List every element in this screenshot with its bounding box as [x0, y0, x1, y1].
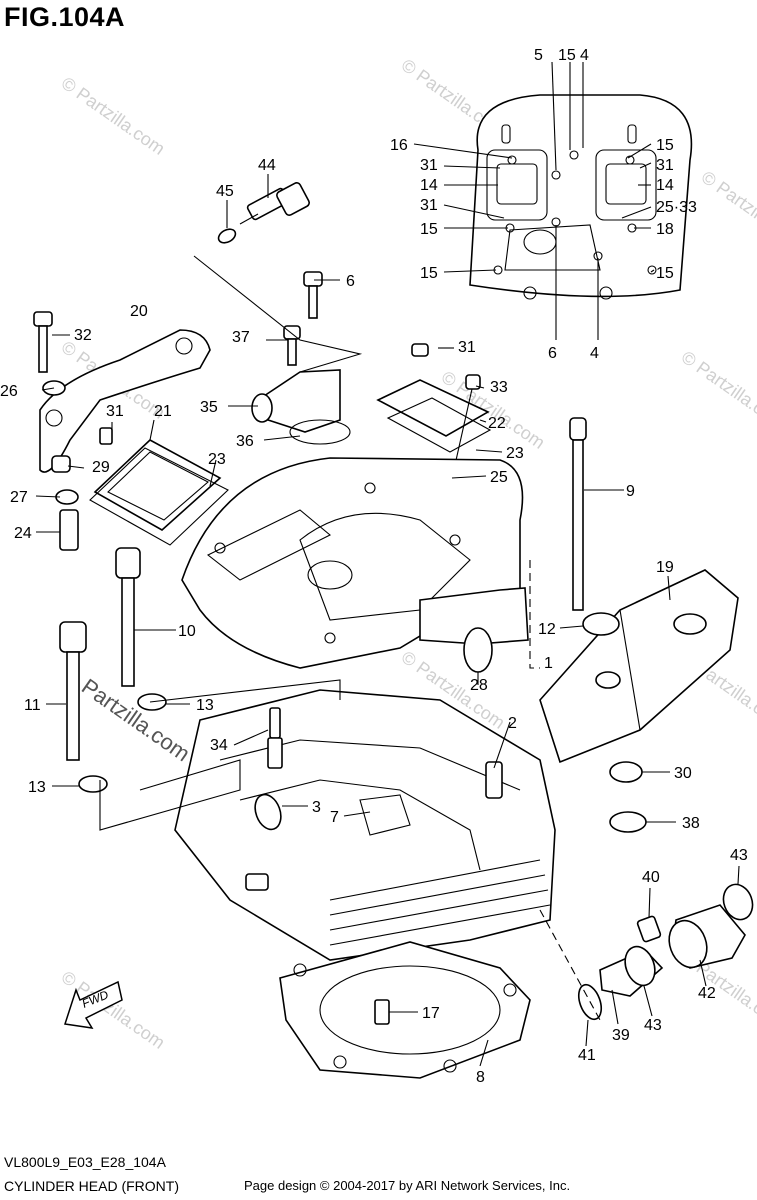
callout-label: 6: [548, 345, 557, 362]
rocker-cover-left: [89, 439, 229, 546]
callout-label: 22: [488, 415, 506, 432]
callout-label: 35: [200, 399, 218, 416]
callout-label: 26: [0, 383, 18, 400]
callout-label: 31: [420, 197, 438, 214]
callout-label: 38: [682, 815, 700, 832]
callout-label: 30: [674, 765, 692, 782]
callout-label: 16: [390, 137, 408, 154]
callout-label: 6: [346, 273, 355, 290]
callout-label: 18: [656, 221, 674, 238]
callout-labels: 5 15 4 16 15 31 31 14 14 31 25·33 15 18 …: [0, 47, 748, 1086]
callout-label: 15: [420, 265, 438, 282]
callout-label: 25: [490, 469, 508, 486]
callout-label: 2: [508, 715, 517, 732]
callout-label: 5: [534, 47, 543, 64]
cylinder-head-lower: [174, 689, 556, 961]
head-top-view: [469, 94, 693, 340]
water-outlet: [193, 255, 363, 445]
watermark: © Partzilla.com: [698, 167, 757, 253]
callout-label: 24: [14, 525, 32, 542]
head-gasket: [279, 941, 531, 1079]
bracket: [39, 329, 211, 551]
callout-label: 17: [422, 1005, 440, 1022]
callout-label: 9: [626, 483, 635, 500]
callout-label: 14: [420, 177, 438, 194]
callout-label: 3: [312, 799, 321, 816]
callout-label: 27: [10, 489, 28, 506]
callout-label: 19: [656, 559, 674, 576]
callout-label: 29: [92, 459, 110, 476]
callout-label: 25·33: [656, 199, 697, 216]
callout-label: 12: [538, 621, 556, 638]
callout-label: 1: [544, 655, 553, 672]
callout-label: 44: [258, 157, 276, 174]
callout-label: 7: [330, 809, 339, 826]
cylinder-head-upper: [181, 457, 529, 673]
callout-label: 13: [28, 779, 46, 796]
callout-label: 37: [232, 329, 250, 346]
callout-label: 10: [178, 623, 196, 640]
callout-label: 42: [698, 985, 716, 1002]
callout-label: 31: [106, 403, 124, 420]
callout-label: 15: [558, 47, 576, 64]
callout-label: 21: [154, 403, 172, 420]
leader-lines: [35, 61, 740, 1067]
watermark-large: Partzilla.com: [77, 674, 194, 767]
callout-label: 14: [656, 177, 674, 194]
callout-label: 41: [578, 1047, 596, 1064]
callout-label: 20: [130, 303, 148, 320]
callout-label: 31: [420, 157, 438, 174]
callout-label: 39: [612, 1027, 630, 1044]
callout-label: 23: [208, 451, 226, 468]
callout-label: 31: [458, 339, 476, 356]
figure-title: FIG.104A: [4, 2, 126, 32]
callout-label: 4: [590, 345, 599, 362]
callout-label: 15: [656, 137, 674, 154]
figure-code: VL800L9_E03_E28_104A: [4, 1154, 166, 1170]
callout-label: 15: [420, 221, 438, 238]
figure-description: CYLINDER HEAD (FRONT): [4, 1178, 180, 1194]
callout-label: 4: [580, 47, 589, 64]
callout-label: 28: [470, 677, 488, 694]
callout-label: 15: [656, 265, 674, 282]
callout-label: 23: [506, 445, 524, 462]
watermark: © Partzilla.com: [58, 73, 169, 159]
callout-label: 32: [74, 327, 92, 344]
copyright-notice: Page design © 2004-2017 by ARI Network S…: [244, 1178, 571, 1193]
hose-fittings: [577, 883, 754, 1021]
callout-label: 31: [656, 157, 674, 174]
callout-label: 11: [24, 697, 41, 714]
callout-label: 34: [210, 737, 228, 754]
callout-label: 45: [216, 183, 234, 200]
callout-label: 13: [196, 697, 214, 714]
callout-label: 8: [476, 1069, 485, 1086]
side-cover: [539, 569, 739, 833]
temperature-sensor: [217, 174, 310, 244]
reference-lines: [99, 560, 601, 1021]
watermark: © Partzilla.com: [678, 347, 757, 433]
callout-label: 36: [236, 433, 254, 450]
callout-label: 33: [490, 379, 508, 396]
callout-label: 40: [642, 869, 660, 886]
callout-label: 43: [644, 1017, 662, 1034]
callout-label: 43: [730, 847, 748, 864]
